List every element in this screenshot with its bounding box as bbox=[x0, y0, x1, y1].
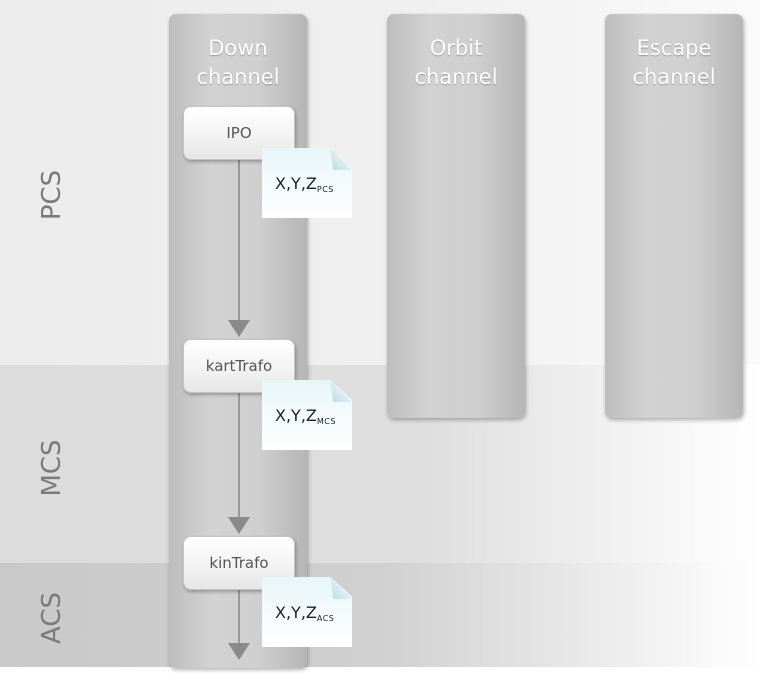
process-karttrafo-label: kartTrafo bbox=[205, 357, 273, 375]
down-channel-title-line1: Down bbox=[208, 36, 268, 60]
orbit-channel: Orbit channel bbox=[387, 14, 525, 418]
note-acs-coords: X,Y,Z bbox=[275, 603, 317, 622]
down-channel-title-line2: channel bbox=[196, 65, 280, 89]
note-mcs-subscript: MCS bbox=[316, 417, 336, 426]
process-kintrafo-label: kinTrafo bbox=[209, 554, 269, 572]
escape-channel-title-line1: Escape bbox=[636, 36, 712, 60]
process-ipo-label: IPO bbox=[226, 124, 252, 142]
down-channel-title: Down channel bbox=[169, 34, 307, 92]
note-pcs-text: X,Y,ZPCS bbox=[275, 174, 334, 194]
note-pcs-coords: X,Y,Z bbox=[275, 174, 317, 193]
escape-channel-title-line2: channel bbox=[632, 65, 716, 89]
note-acs-text: X,Y,ZACS bbox=[275, 603, 334, 623]
note-acs-subscript: ACS bbox=[316, 614, 335, 623]
arrow-ipo-to-karttrafo bbox=[228, 160, 250, 337]
orbit-channel-title-line1: Orbit bbox=[429, 36, 483, 60]
zone-band-acs bbox=[0, 563, 760, 667]
note-mcs-text: X,Y,ZMCS bbox=[275, 406, 336, 426]
orbit-channel-title-line2: channel bbox=[414, 65, 498, 89]
escape-channel: Escape channel bbox=[605, 14, 743, 418]
arrow-kintrafo-out bbox=[228, 590, 250, 660]
note-pcs-subscript: PCS bbox=[316, 185, 334, 194]
escape-channel-title: Escape channel bbox=[605, 34, 743, 92]
arrow-karttrafo-to-kintrafo bbox=[228, 393, 250, 534]
orbit-channel-title: Orbit channel bbox=[387, 34, 525, 92]
note-mcs-coords: X,Y,Z bbox=[275, 406, 317, 425]
